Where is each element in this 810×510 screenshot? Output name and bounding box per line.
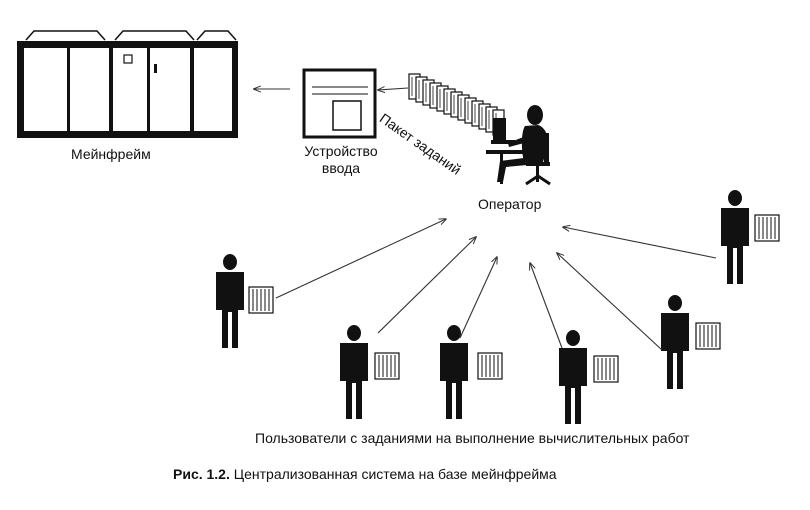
operator-figure	[486, 105, 551, 186]
user-figure-6	[721, 190, 780, 284]
operator-label: Оператор	[478, 196, 542, 212]
arrow-user4-to-operator	[530, 263, 563, 349]
arrow-batch-to-input	[378, 88, 409, 90]
arrow-user6-to-operator	[563, 227, 717, 259]
job-batch-cards	[408, 73, 505, 136]
mainframe-label: Мейнфрейм	[71, 146, 151, 162]
user-arrows	[275, 219, 717, 351]
user-figure-4	[559, 330, 619, 424]
mainframe-cabinet	[17, 30, 238, 138]
user-figure-3	[440, 325, 503, 419]
arrow-user1-to-operator	[275, 219, 446, 299]
user-figure-2	[340, 325, 400, 419]
arrow-user3-to-operator	[459, 257, 497, 339]
input-device-label: Устройство ввода	[304, 143, 378, 176]
arrow-user5-to-operator	[557, 253, 663, 351]
figure-caption-text: Централизованная система на базе мейнфре…	[233, 466, 557, 482]
user-figure-1	[216, 254, 274, 348]
figure-caption: Рис. 1.2. Централизованная система на ба…	[173, 466, 557, 482]
user-figure-5	[661, 295, 721, 389]
input-device	[302, 68, 377, 139]
figure-number: Рис. 1.2.	[173, 466, 230, 482]
users-label: Пользователи с заданиями на выполнение в…	[255, 430, 690, 446]
arrow-user2-to-operator	[377, 237, 476, 334]
